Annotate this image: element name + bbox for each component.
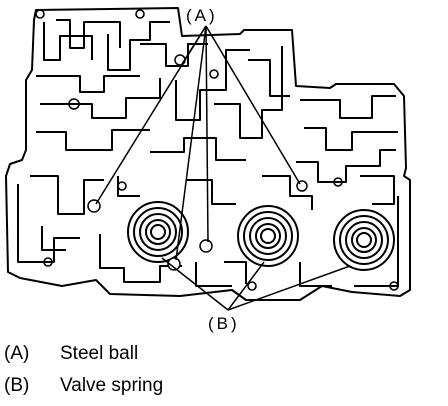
oil-passage [117, 176, 140, 197]
leader-lines-b [161, 257, 351, 311]
bolt-hole [135, 9, 145, 19]
oil-passage [99, 234, 182, 283]
legend-label: Steel ball [60, 343, 139, 364]
oil-passage [224, 261, 247, 284]
steel-ball [167, 257, 181, 271]
valve-spring [237, 205, 299, 267]
oil-passage [30, 175, 104, 215]
oil-passage [195, 262, 232, 287]
bolt-hole [389, 281, 399, 291]
oil-passage [360, 175, 395, 205]
oil-passage [150, 137, 246, 161]
plate-outline [5, 7, 411, 301]
bolt-hole [117, 181, 127, 191]
bolt-hole [209, 69, 219, 79]
oil-passage [262, 175, 313, 210]
bolt-hole [68, 98, 80, 110]
callout-label-b: (B) [208, 314, 240, 333]
oil-passage [43, 22, 93, 61]
oil-passage [140, 43, 208, 67]
legend-row-valve-spring: (B) Valve spring [4, 375, 163, 397]
oil-passage [36, 75, 140, 93]
bolt-hole [43, 257, 53, 267]
valve-spring-group [127, 201, 395, 271]
steel-ball [199, 239, 213, 253]
valve-spring [333, 209, 395, 271]
legend-key: (A) [4, 343, 30, 364]
oil-passage [214, 46, 283, 139]
valve-spring [127, 201, 189, 263]
oil-passage [17, 184, 80, 263]
oil-passage [248, 59, 290, 97]
oil-passage [186, 179, 236, 205]
oil-passage [56, 19, 121, 49]
oil-passage [175, 49, 250, 121]
oil-passage [304, 127, 398, 151]
bolt-hole [333, 177, 343, 187]
oil-passage [36, 129, 150, 151]
legend-key: (B) [4, 375, 30, 396]
oil-passage [40, 78, 161, 119]
oil-passage [300, 95, 396, 119]
oil-passage [107, 21, 170, 71]
oil-passage [296, 149, 396, 183]
bolt-hole [35, 9, 45, 19]
legend-row-steel-ball: (A) Steel ball [4, 343, 138, 365]
oil-passage [299, 262, 332, 287]
callout-label-a: (A) [186, 6, 218, 25]
leader-lines-a [95, 25, 301, 261]
oil-passage [41, 226, 66, 251]
legend-label: Valve spring [60, 375, 164, 396]
bolt-hole [247, 281, 257, 291]
